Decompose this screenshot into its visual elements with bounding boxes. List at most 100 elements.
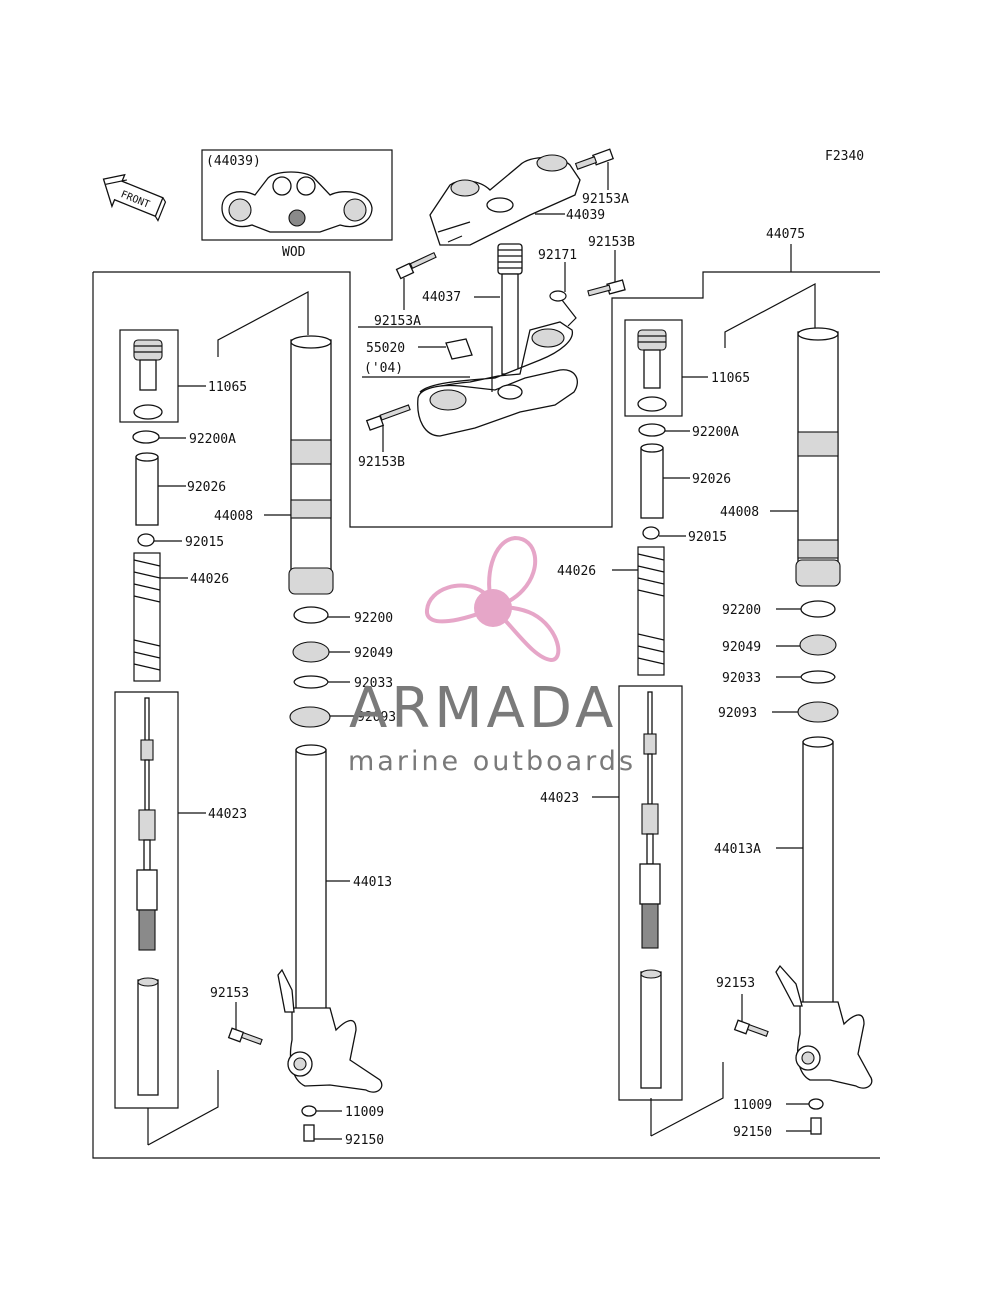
label-55020: 55020	[366, 341, 405, 356]
upper-triple-clamp-44039	[429, 154, 581, 246]
right-label-92153: 92153	[716, 976, 755, 991]
right-label-92150: 92150	[733, 1125, 772, 1140]
left-cap-box	[119, 329, 179, 423]
right-label-44026: 44026	[557, 564, 596, 579]
bolt-92153B-right	[587, 279, 626, 297]
label-92153A-left: 92153A	[374, 314, 421, 329]
left-nut-92015	[137, 533, 155, 547]
left-bolt-92150	[303, 1124, 315, 1142]
label-92153B-low: 92153B	[358, 455, 405, 470]
steering-stem-44037	[419, 243, 573, 393]
label-04: ('04)	[364, 361, 403, 376]
right-label-92200: 92200	[722, 603, 761, 618]
left-washer-92200A	[132, 430, 160, 444]
diagram-code: F2340	[825, 149, 864, 164]
left-label-92026: 92026	[187, 480, 226, 495]
right-dustseal-92093	[797, 701, 839, 723]
inset-caption: WOD	[282, 245, 306, 260]
right-cap-box	[624, 319, 683, 417]
label-92153A-top: 92153A	[582, 192, 629, 207]
left-label-92200A: 92200A	[189, 432, 236, 447]
left-dustseal-92093	[289, 706, 331, 728]
right-bolt-92153	[733, 1019, 769, 1037]
left-washer-92200	[293, 606, 329, 624]
bolt-92153B-low	[365, 404, 411, 431]
right-label-11065: 11065	[711, 371, 750, 386]
left-bolt-92153	[227, 1027, 263, 1045]
right-label-44013A: 44013A	[714, 842, 761, 857]
left-label-92093: 92093	[357, 710, 396, 725]
right-washer-92200	[800, 600, 836, 618]
right-label-92093: 92093	[718, 706, 757, 721]
right-cartridge-44023	[639, 691, 662, 1089]
lower-triple-clamp	[417, 328, 578, 437]
right-label-92015: 92015	[688, 530, 727, 545]
right-label-44008: 44008	[720, 505, 759, 520]
label-44075: 44075	[766, 227, 805, 242]
upper-clamp-inset-drawing	[221, 171, 373, 233]
right-seal-92049	[799, 634, 837, 656]
right-washer-92200A	[638, 423, 666, 437]
left-cap-11065	[133, 339, 163, 420]
right-label-92026: 92026	[692, 472, 731, 487]
label-plate-55020	[445, 338, 473, 360]
propeller-logo-icon	[425, 535, 561, 663]
left-outer-tube-44008	[288, 335, 334, 595]
left-label-92150: 92150	[345, 1133, 384, 1148]
watermark-brand: ARMADA	[349, 676, 617, 741]
left-label-11065: 11065	[208, 380, 247, 395]
right-label-11009: 11009	[733, 1098, 772, 1113]
right-label-92200A: 92200A	[692, 425, 739, 440]
frame-lines	[92, 149, 880, 1159]
left-label-92153: 92153	[210, 986, 249, 1001]
front-arrow-icon: FRONT	[102, 173, 167, 222]
left-clip-92033	[293, 675, 329, 689]
armada-watermark: ARMADA marine outboards	[348, 535, 636, 777]
left-label-44026: 44026	[190, 572, 229, 587]
leader-lines	[154, 162, 811, 1140]
left-label-92015: 92015	[185, 535, 224, 550]
left-label-44023: 44023	[208, 807, 247, 822]
right-label-92033: 92033	[722, 671, 761, 686]
right-label-44023: 44023	[540, 791, 579, 806]
left-cartridge-44023	[136, 697, 159, 1096]
right-label-92049: 92049	[722, 640, 761, 655]
right-spring-44026	[637, 546, 665, 676]
left-label-92033: 92033	[354, 676, 393, 691]
right-bolt-92150	[810, 1117, 822, 1135]
right-washer-11009	[808, 1098, 824, 1110]
left-inner-tube-44013	[295, 744, 327, 1011]
left-label-92200: 92200	[354, 611, 393, 626]
left-label-44013: 44013	[353, 875, 392, 890]
left-spacer-92026	[135, 452, 159, 526]
bolt-92153A-left	[395, 251, 437, 280]
left-washer-11009	[301, 1105, 317, 1117]
part-labels: 92153A 44039 92153B 92171 44037 92153A 5…	[185, 192, 805, 1148]
right-fork	[618, 283, 873, 1137]
right-outer-tube-44008	[795, 327, 841, 587]
right-cartridge-box	[618, 685, 683, 1101]
left-seal-92049	[292, 641, 330, 663]
right-nut-92015	[642, 526, 660, 540]
left-label-44008: 44008	[214, 509, 253, 524]
watermark-tagline: marine outboards	[348, 746, 636, 777]
left-cartridge-box	[114, 691, 179, 1109]
inset-ref: (44039)	[206, 154, 261, 169]
left-label-92049: 92049	[354, 646, 393, 661]
right-cap-11065	[637, 329, 667, 412]
label-92153B-top: 92153B	[588, 235, 635, 250]
label-44039: 44039	[566, 208, 605, 223]
clip-92171	[549, 290, 577, 327]
right-inner-tube-44013A	[802, 736, 834, 1005]
right-clip-92033	[800, 670, 836, 684]
inset-box	[201, 149, 393, 241]
label-44037: 44037	[422, 290, 461, 305]
left-fork	[114, 291, 383, 1146]
label-92171: 92171	[538, 248, 577, 263]
left-label-11009: 11009	[345, 1105, 384, 1120]
right-spacer-92026	[640, 443, 664, 519]
left-spring-44026	[133, 552, 161, 682]
right-axle-bracket	[775, 964, 873, 1089]
